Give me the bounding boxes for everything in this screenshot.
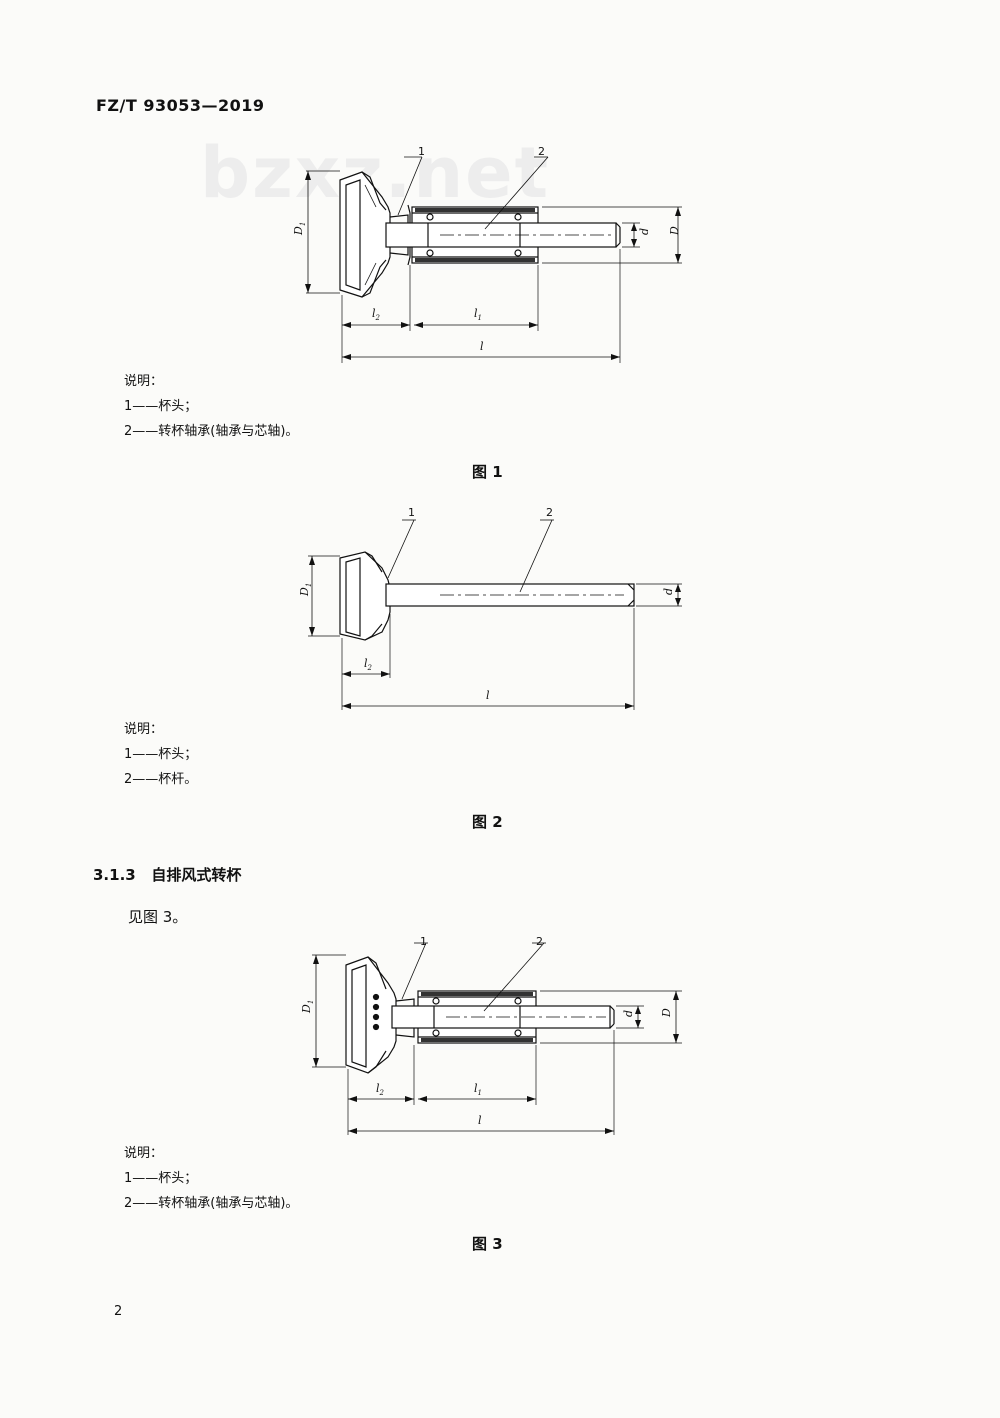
legend-title: 说明：	[124, 374, 164, 389]
legend-item: 1——杯头；	[124, 747, 198, 762]
callout-2: 2	[546, 506, 553, 519]
dim-l: l	[480, 340, 484, 353]
callout-1: 1	[418, 145, 425, 158]
dim-l1: l1	[474, 1082, 482, 1097]
figure-2-drawing: 1 2 D1 d l2 l	[298, 506, 682, 710]
callout-1: 1	[420, 935, 427, 948]
dim-d: d	[638, 228, 651, 235]
legend-item: 1——杯头；	[124, 399, 198, 414]
dim-d: d	[622, 1010, 635, 1017]
figure-caption: 图 3	[472, 1235, 503, 1253]
legend-title: 说明：	[124, 722, 164, 737]
dim-l2: l2	[364, 657, 373, 672]
page-number: 2	[114, 1304, 123, 1319]
dim-l1: l1	[474, 307, 482, 322]
legend-item: 2——杯杆。	[124, 772, 198, 787]
dim-D1: D1	[300, 1000, 315, 1014]
figure-caption: 图 1	[472, 463, 503, 481]
dim-l2: l2	[376, 1082, 385, 1097]
dim-D: D	[660, 1008, 673, 1018]
legend-item: 2——转杯轴承(轴承与芯轴)。	[124, 424, 299, 439]
figure-caption: 图 2	[472, 813, 503, 831]
legend-item: 1——杯头；	[124, 1171, 198, 1186]
dim-D1: D1	[298, 583, 313, 597]
dim-d: d	[662, 588, 675, 595]
figure-1-drawing: 1 2 D1 d D l2 l1 l	[292, 145, 682, 363]
legend-item: 2——转杯轴承(轴承与芯轴)。	[124, 1196, 299, 1211]
dim-l: l	[486, 689, 490, 702]
body-paragraph: 见图 3。	[128, 908, 188, 926]
legend-title: 说明：	[124, 1146, 164, 1161]
section-heading: 3.1.3 自排风式转杯	[93, 866, 242, 884]
callout-2: 2	[538, 145, 545, 158]
dim-l: l	[478, 1114, 482, 1127]
standard-number-header: FZ/T 93053—2019	[96, 96, 265, 115]
dim-D1: D1	[292, 222, 307, 236]
callout-1: 1	[408, 506, 415, 519]
callout-2: 2	[536, 935, 543, 948]
figure-3-drawing: 1 2 D1 d D l2 l1 l	[300, 935, 682, 1135]
dim-D: D	[668, 226, 681, 236]
dim-l2: l2	[372, 307, 381, 322]
